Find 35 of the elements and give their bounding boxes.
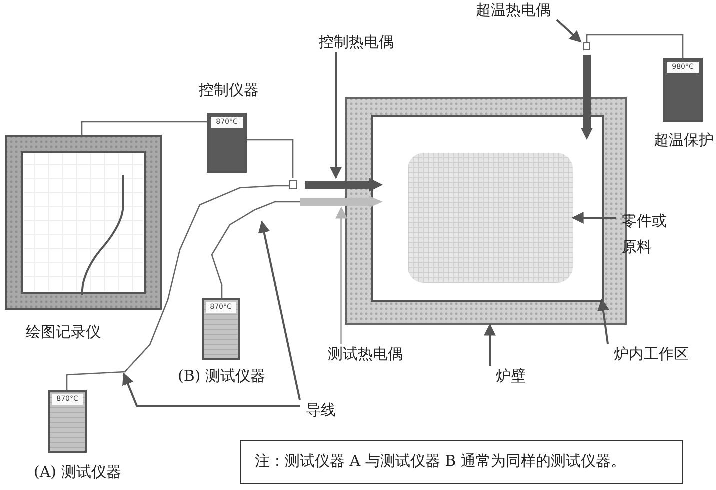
leader-line — [122, 372, 300, 407]
work-zone — [373, 117, 602, 300]
leader-line — [598, 298, 610, 344]
temperature-meter — [48, 390, 87, 453]
node-label: 超温保护 — [653, 130, 715, 150]
thermocouple-probe — [581, 42, 593, 140]
connecting-wire — [81, 121, 207, 135]
workpiece — [408, 153, 573, 283]
thermocouple-probe — [289, 178, 383, 192]
leader-line — [556, 19, 582, 43]
callout-label: 测试热电偶 — [322, 344, 409, 364]
callout-label: 导线 — [300, 400, 342, 420]
callout-label: 炉壁 — [490, 366, 532, 386]
temperature-meter — [202, 298, 240, 360]
connecting-wire — [247, 139, 294, 179]
node-label: 绘图记录仪 — [25, 322, 102, 342]
callout-label: 控制热电偶 — [313, 32, 400, 52]
leader-line — [572, 212, 616, 224]
connecting-wire — [211, 201, 300, 298]
connecting-wire — [586, 34, 684, 58]
leader-line — [484, 324, 496, 366]
chart-recorder — [5, 135, 162, 310]
callout-label: 超温热电偶 — [470, 0, 557, 20]
node-label: (B) 测试仪器 — [177, 366, 266, 386]
node-label: (A) 测试仪器 — [33, 462, 122, 482]
temperature-meter — [663, 58, 703, 122]
leader-line — [330, 52, 342, 180]
thermocouple-probe — [300, 196, 383, 208]
node-label: 控制仪器 — [198, 80, 260, 100]
connecting-wire — [66, 185, 289, 390]
leader-line — [258, 220, 301, 400]
callout-label: 炉内工作区 — [608, 344, 695, 364]
temperature-meter — [207, 113, 247, 173]
leader-line — [336, 206, 348, 344]
note-box: 注：测试仪器 A 与测试仪器 B 通常为同样的测试仪器。 — [240, 440, 683, 484]
